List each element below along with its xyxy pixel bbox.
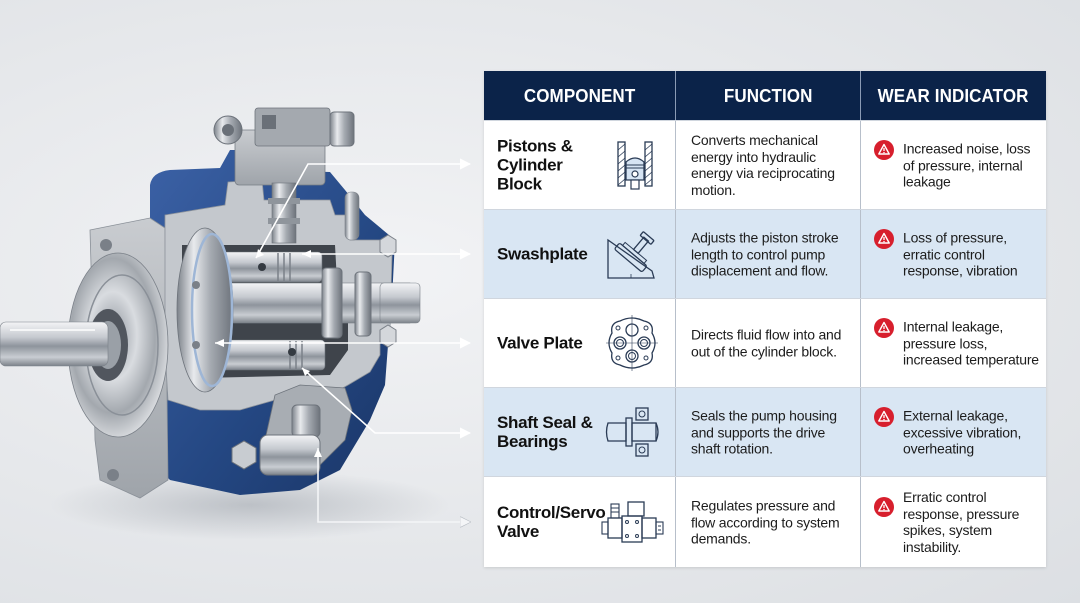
warning-icon [874,407,894,427]
component-name: Pistons & Cylinder Block [497,136,573,194]
wear-indicator-text: External leakage, excessive vibration, o… [903,407,1022,457]
table-row: Swashplate Adjusts the piston stroke len… [484,209,1046,298]
function-text: Regulates pressure and flow according to… [691,497,840,547]
warning-icon [874,318,894,338]
callout-leader-lines [215,158,472,522]
header-wear-indicator: WEAR INDICATOR [878,84,1029,106]
table-row: Shaft Seal & Bearings Seals the pump hou… [484,387,1046,476]
component-table: COMPONENT FUNCTION WEAR INDICATOR Piston… [484,71,1046,567]
header-component: COMPONENT [523,84,636,106]
warning-icon [874,140,894,160]
table-header: COMPONENT FUNCTION WEAR INDICATOR [484,71,1046,120]
function-text: Converts mechanical energy into hydrauli… [691,132,835,198]
table-row: Valve Plate Directs fluid flow into and … [484,298,1046,387]
table-row: Control/Servo Valve Regulates pressure a… [484,476,1046,567]
pump-cutaway-illustration [0,0,484,603]
piston-icon [617,141,653,190]
component-name: Valve Plate [497,333,583,353]
pump-drawing [0,107,472,540]
component-name: Shaft Seal & Bearings [497,413,593,451]
component-name: Control/Servo Valve [497,503,606,541]
warning-icon [874,229,894,249]
table-row: Pistons & Cylinder Block Converts mechan… [484,120,1046,209]
warning-icon [874,497,894,517]
wear-indicator-text: Erratic control response, pressure spike… [903,489,1020,555]
wear-indicator-text: Loss of pressure, erratic control respon… [903,229,1018,279]
function-text: Adjusts the piston stroke length to cont… [691,229,839,279]
wear-indicator-text: Increased noise, loss of pressure, inter… [903,140,1031,190]
header-function: FUNCTION [723,84,813,106]
shaft-bearing-icon [605,407,659,457]
wear-indicator-text: Internal leakage, pressure loss, increas… [903,318,1039,368]
swashplate-icon [607,231,655,279]
servo-valve-icon [601,501,664,543]
function-text: Directs fluid flow into and out of the c… [691,326,842,360]
component-name: Swashplate [497,244,588,264]
function-text: Seals the pump housing and supports the … [691,407,837,457]
valve-plate-icon [606,315,658,371]
